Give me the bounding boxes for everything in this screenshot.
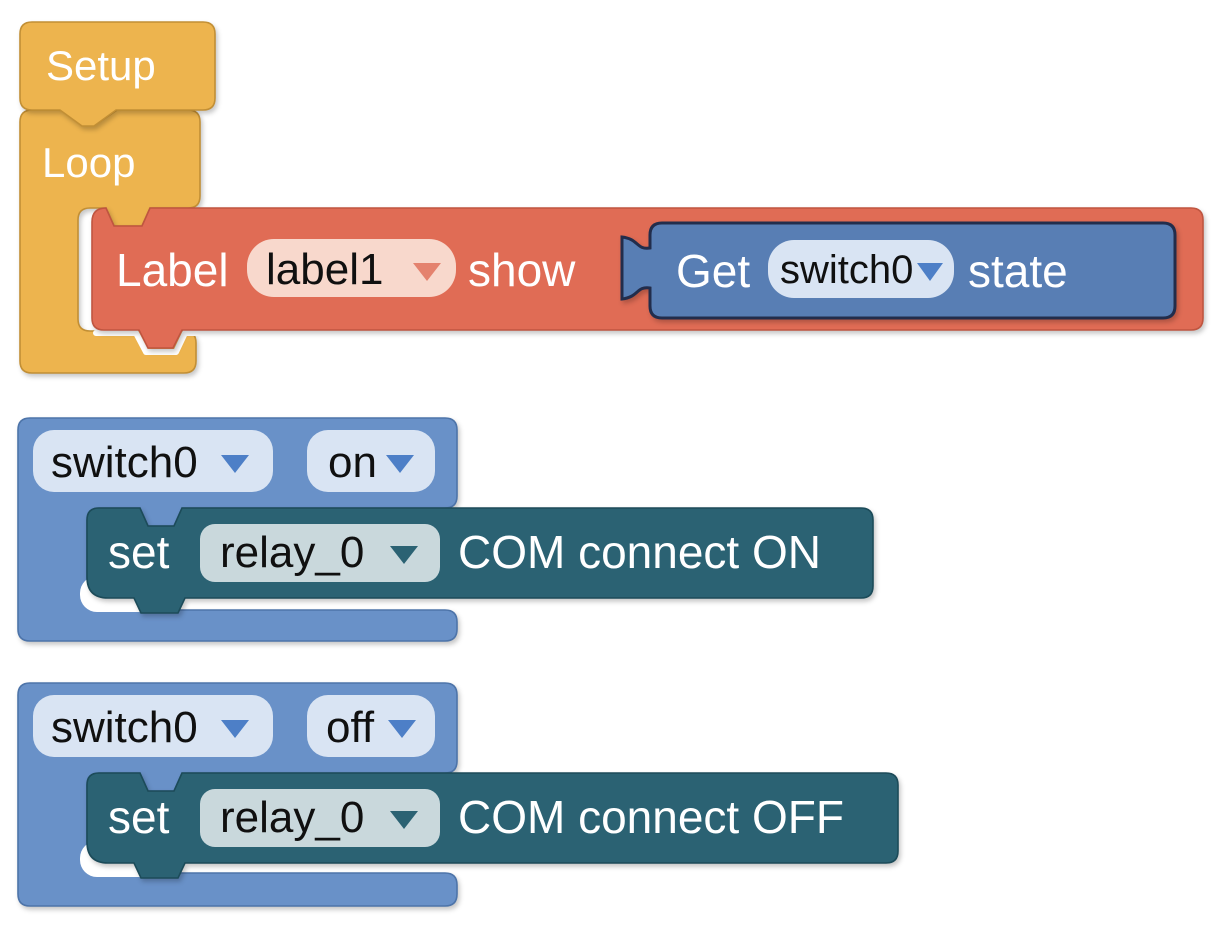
label-dropdown-pill (247, 239, 456, 297)
get-device-dropdown-pill (768, 240, 954, 298)
set-relay-on-block[interactable]: set relay_0 COM connect ON (86, 507, 874, 614)
switch-device-dropdown-pill (33, 695, 273, 757)
chevron-down-icon (386, 455, 414, 473)
set-relay-off-block[interactable]: set relay_0 COM connect OFF (86, 772, 899, 879)
state-keyword: state (968, 245, 1068, 297)
switch-state-dropdown-value: off (326, 703, 375, 752)
when-switch-off-block[interactable]: switch0 off (17, 682, 458, 907)
label-dropdown[interactable]: label1 (247, 239, 456, 297)
switch-device-dropdown[interactable]: switch0 (33, 695, 273, 757)
switch-state-dropdown-pill (307, 695, 435, 757)
com-connect-on-label: COM connect ON (458, 526, 821, 578)
setup-block-shape (19, 21, 216, 127)
setup-block[interactable]: Setup (19, 21, 216, 127)
set-keyword: set (108, 791, 170, 843)
loop-label: Loop (42, 139, 135, 186)
chevron-down-icon (390, 546, 418, 564)
loop-block[interactable]: Loop (19, 109, 201, 374)
loop-block-shape (19, 109, 201, 374)
chevron-down-icon (221, 720, 249, 738)
relay-device-dropdown[interactable]: relay_0 (200, 789, 440, 847)
label-keyword: Label (116, 244, 229, 296)
when-switch-on-block[interactable]: switch0 on (17, 417, 458, 642)
get-state-block[interactable]: Get switch0 state (620, 221, 1177, 320)
chevron-down-icon (917, 263, 943, 281)
get-device-dropdown[interactable]: switch0 (768, 240, 954, 298)
label-dropdown-value: label1 (266, 245, 383, 294)
chevron-down-icon (221, 455, 249, 473)
chevron-down-icon (388, 720, 416, 738)
set-keyword: set (108, 526, 170, 578)
block-seam-highlight (93, 330, 203, 355)
switch-state-dropdown-value: on (328, 438, 377, 487)
get-keyword: Get (676, 245, 750, 297)
relay-device-dropdown-value: relay_0 (220, 528, 364, 577)
chevron-down-icon (413, 263, 441, 281)
switch-state-dropdown[interactable]: on (307, 430, 435, 492)
relay-device-dropdown-pill (200, 789, 440, 847)
relay-device-dropdown-pill (200, 524, 440, 582)
switch-device-dropdown-value: switch0 (51, 438, 198, 487)
switch-state-dropdown-pill (307, 430, 435, 492)
get-device-dropdown-value: switch0 (780, 248, 913, 292)
show-keyword: show (468, 244, 576, 296)
relay-device-dropdown-value: relay_0 (220, 793, 364, 842)
switch-state-dropdown[interactable]: off (307, 695, 435, 757)
setup-label: Setup (46, 42, 156, 89)
com-connect-off-label: COM connect OFF (458, 791, 844, 843)
relay-device-dropdown[interactable]: relay_0 (200, 524, 440, 582)
switch-device-dropdown-pill (33, 430, 273, 492)
switch-device-dropdown[interactable]: switch0 (33, 430, 273, 492)
switch-device-dropdown-value: switch0 (51, 703, 198, 752)
chevron-down-icon (390, 811, 418, 829)
